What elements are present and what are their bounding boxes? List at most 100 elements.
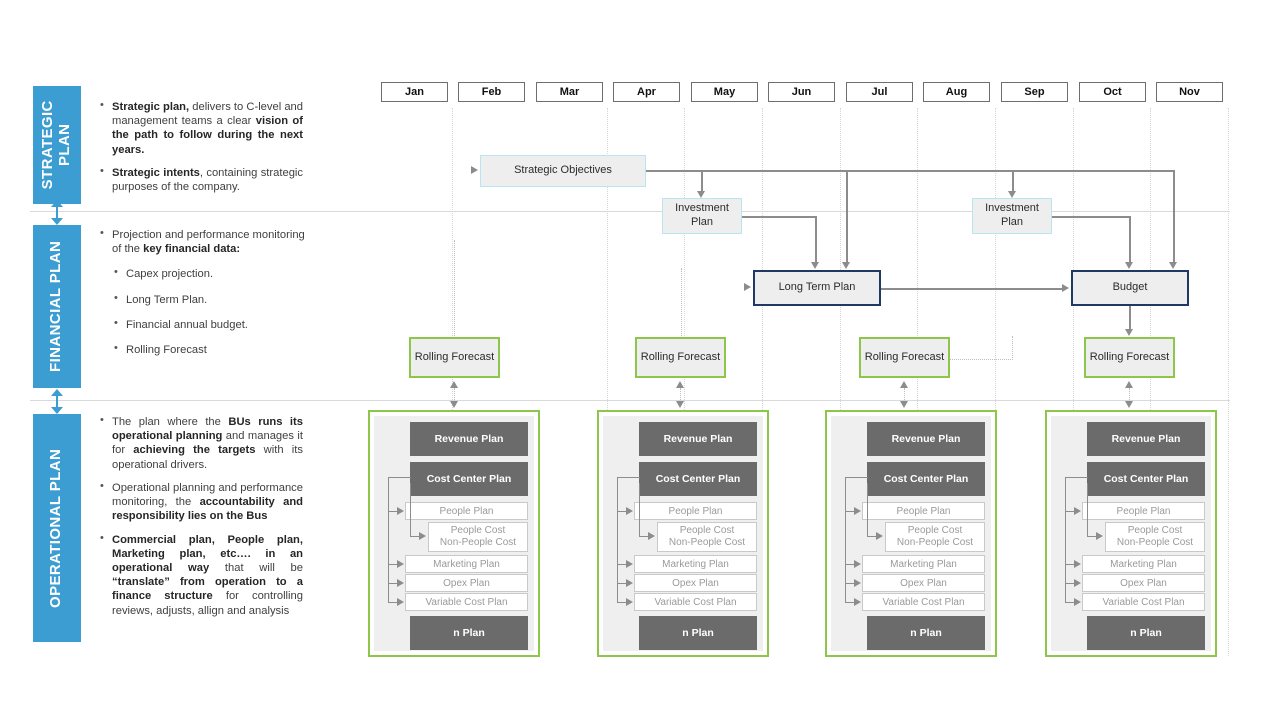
financial-sub-bullet-2: Long Term Plan. bbox=[112, 292, 306, 307]
op3-n-plan[interactable]: n Plan bbox=[867, 616, 985, 650]
op1-variable-cost-plan[interactable]: Variable Cost Plan bbox=[405, 593, 528, 611]
op3-opex-plan-label: Opex Plan bbox=[900, 577, 947, 589]
strategic-bullet-2: Strategic intents, containing strategic … bbox=[98, 165, 303, 194]
operational-panel-2[interactable]: Revenue Plan Cost Center Plan People Pla… bbox=[597, 410, 769, 657]
strategic-bullet-1-bold2: vision of the path to follow during the … bbox=[112, 115, 303, 156]
op2-spine bbox=[617, 477, 619, 602]
month-header-feb[interactable]: Feb bbox=[458, 82, 525, 102]
band-label-strategic-plan-text: STRATEGIC PLAN bbox=[39, 100, 73, 190]
op4-branch-people-cost bbox=[1087, 536, 1097, 538]
op2-people-plan-label: People Plan bbox=[668, 505, 723, 517]
op3-people-cost[interactable]: People Cost Non-People Cost bbox=[885, 522, 985, 552]
arrow-into-investment-plan-1 bbox=[697, 191, 705, 198]
month-header-nov[interactable]: Nov bbox=[1156, 82, 1223, 102]
month-header-aug[interactable]: Aug bbox=[923, 82, 990, 102]
operational-panel-3[interactable]: Revenue Plan Cost Center Plan People Pla… bbox=[825, 410, 997, 657]
month-header-apr[interactable]: Apr bbox=[613, 82, 680, 102]
op4-people-cost[interactable]: People Cost Non-People Cost bbox=[1105, 522, 1205, 552]
month-header-jul-label: Jul bbox=[871, 86, 888, 98]
arrow-ltp-into-budget bbox=[1062, 284, 1069, 292]
budget-label: Budget bbox=[1112, 281, 1148, 294]
financial-bullet-1-bold: key financial data: bbox=[143, 243, 241, 256]
op4-spine-top bbox=[1065, 477, 1088, 479]
dotted-connector-rf1 bbox=[454, 240, 455, 336]
op3-subspine bbox=[867, 483, 869, 537]
rolling-forecast-box-1[interactable]: Rolling Forecast bbox=[409, 337, 500, 378]
op2-people-cost[interactable]: People Cost Non-People Cost bbox=[657, 522, 757, 552]
op4-people-plan-label: People Plan bbox=[1116, 505, 1171, 517]
op2-variable-cost-plan[interactable]: Variable Cost Plan bbox=[634, 593, 757, 611]
op3-opex-plan[interactable]: Opex Plan bbox=[862, 574, 985, 592]
long-term-plan-box[interactable]: Long Term Plan bbox=[753, 270, 881, 306]
arrow-down-op2 bbox=[676, 401, 684, 408]
month-header-jan[interactable]: Jan bbox=[381, 82, 448, 102]
arrow-into-strategic-objectives bbox=[471, 166, 478, 174]
gridline-9 bbox=[1150, 108, 1152, 656]
op3-marketing-plan[interactable]: Marketing Plan bbox=[862, 555, 985, 573]
op1-n-plan-label: n Plan bbox=[453, 627, 485, 639]
operational-panel-1[interactable]: Revenue Plan Cost Center Plan People Pla… bbox=[368, 410, 540, 657]
budget-box[interactable]: Budget bbox=[1071, 270, 1189, 306]
month-header-jul[interactable]: Jul bbox=[846, 82, 913, 102]
investment-plan-box-2[interactable]: Investment Plan bbox=[972, 198, 1052, 234]
op3-variable-cost-plan[interactable]: Variable Cost Plan bbox=[862, 593, 985, 611]
band-label-financial-plan-text: FINANCIAL PLAN bbox=[47, 240, 65, 373]
op2-cost-center-plan[interactable]: Cost Center Plan bbox=[639, 462, 757, 496]
op2-people-plan[interactable]: People Plan bbox=[634, 502, 757, 520]
band-arrow-up-1 bbox=[51, 200, 63, 207]
op2-marketing-plan[interactable]: Marketing Plan bbox=[634, 555, 757, 573]
op4-variable-cost-plan[interactable]: Variable Cost Plan bbox=[1082, 593, 1205, 611]
investment-plan-box-1[interactable]: Investment Plan bbox=[662, 198, 742, 234]
rolling-forecast-box-3[interactable]: Rolling Forecast bbox=[859, 337, 950, 378]
arrow-up-rf3 bbox=[900, 381, 908, 388]
op3-cost-center-plan[interactable]: Cost Center Plan bbox=[867, 462, 985, 496]
financial-bullet-1: Projection and performance monitoring of… bbox=[98, 227, 306, 256]
op1-opex-plan-label: Opex Plan bbox=[443, 577, 490, 589]
op1-subspine bbox=[410, 483, 412, 537]
gridline-6 bbox=[917, 108, 919, 656]
month-header-mar[interactable]: Mar bbox=[536, 82, 603, 102]
op3-people-plan[interactable]: People Plan bbox=[862, 502, 985, 520]
op1-n-plan[interactable]: n Plan bbox=[410, 616, 528, 650]
financial-sub-bullet-2-text: Long Term Plan. bbox=[126, 293, 208, 306]
op4-revenue-plan[interactable]: Revenue Plan bbox=[1087, 422, 1205, 456]
month-header-jun-label: Jun bbox=[791, 86, 812, 98]
op4-cost-center-plan[interactable]: Cost Center Plan bbox=[1087, 462, 1205, 496]
month-header-may[interactable]: May bbox=[691, 82, 758, 102]
op2-cost-center-plan-label: Cost Center Plan bbox=[655, 473, 741, 485]
band-arrow-up-2 bbox=[51, 389, 63, 396]
op3-revenue-plan[interactable]: Revenue Plan bbox=[867, 422, 985, 456]
month-header-oct[interactable]: Oct bbox=[1079, 82, 1146, 102]
op1-cost-center-plan[interactable]: Cost Center Plan bbox=[410, 462, 528, 496]
op2-opex-plan[interactable]: Opex Plan bbox=[634, 574, 757, 592]
op1-marketing-plan-label: Marketing Plan bbox=[433, 558, 500, 570]
op2-revenue-plan[interactable]: Revenue Plan bbox=[639, 422, 757, 456]
op1-opex-plan[interactable]: Opex Plan bbox=[405, 574, 528, 592]
op2-n-plan[interactable]: n Plan bbox=[639, 616, 757, 650]
op2-branch-people-cost bbox=[639, 536, 649, 538]
op4-marketing-plan[interactable]: Marketing Plan bbox=[1082, 555, 1205, 573]
op1-people-plan[interactable]: People Plan bbox=[405, 502, 528, 520]
month-header-sep[interactable]: Sep bbox=[1001, 82, 1068, 102]
operational-panel-4[interactable]: Revenue Plan Cost Center Plan People Pla… bbox=[1045, 410, 1217, 657]
op4-opex-plan[interactable]: Opex Plan bbox=[1082, 574, 1205, 592]
op4-people-plan[interactable]: People Plan bbox=[1082, 502, 1205, 520]
connector-budget-down bbox=[1129, 306, 1131, 330]
op1-people-cost[interactable]: People Cost Non-People Cost bbox=[428, 522, 528, 552]
operational-panel-4-inner: Revenue Plan Cost Center Plan People Pla… bbox=[1051, 416, 1211, 651]
op4-n-plan[interactable]: n Plan bbox=[1087, 616, 1205, 650]
dotted-rf4-op bbox=[1129, 388, 1130, 402]
op3-n-plan-label: n Plan bbox=[910, 627, 942, 639]
strategic-bullet-1: Strategic plan, delivers to C-level and … bbox=[98, 99, 303, 157]
op2-branch-opex bbox=[617, 583, 630, 585]
rolling-forecast-box-4[interactable]: Rolling Forecast bbox=[1084, 337, 1175, 378]
rolling-forecast-box-2[interactable]: Rolling Forecast bbox=[635, 337, 726, 378]
op1-revenue-plan[interactable]: Revenue Plan bbox=[410, 422, 528, 456]
strategic-objectives-box[interactable]: Strategic Objectives bbox=[480, 155, 646, 187]
op1-marketing-plan[interactable]: Marketing Plan bbox=[405, 555, 528, 573]
op2-revenue-plan-label: Revenue Plan bbox=[663, 433, 733, 445]
month-header-jun[interactable]: Jun bbox=[768, 82, 835, 102]
arrow-up-rf4 bbox=[1125, 381, 1133, 388]
op2-opex-plan-label: Opex Plan bbox=[672, 577, 719, 589]
op4-revenue-plan-label: Revenue Plan bbox=[1111, 433, 1181, 445]
